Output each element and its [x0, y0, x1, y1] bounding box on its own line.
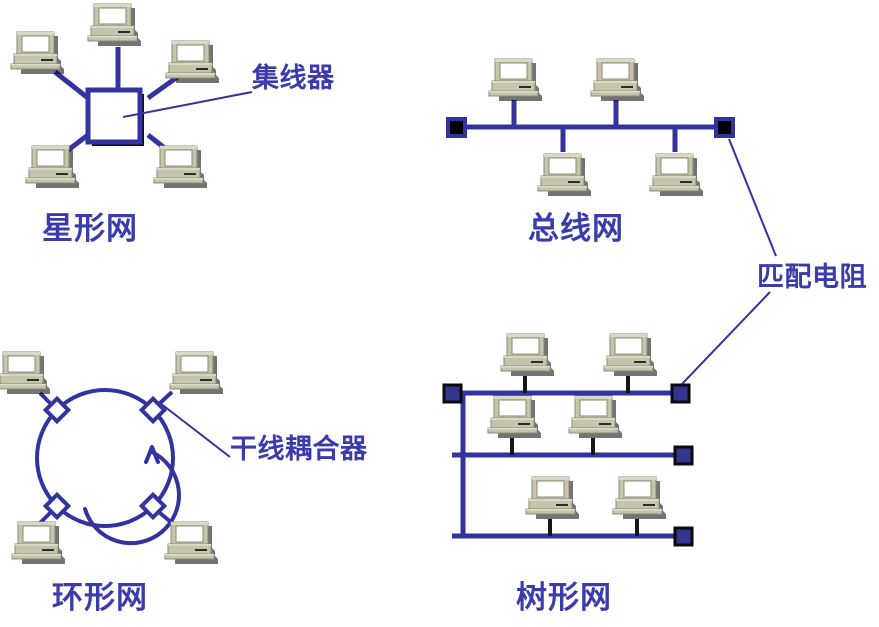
coupler-node[interactable] [42, 395, 72, 425]
tree-terminators [442, 383, 694, 547]
computer-icon[interactable] [649, 153, 704, 197]
tree-terminator-node[interactable] [442, 383, 463, 404]
bus-stems [511, 100, 678, 152]
caption-ring-network: 环形网 [52, 580, 148, 616]
star-topology-group [10, 3, 253, 189]
ring-stub-3 [38, 511, 52, 525]
terminator-node[interactable] [446, 117, 467, 138]
computer-icon[interactable] [87, 3, 142, 47]
label-trunk-coupler: 干线耦合器 [230, 434, 368, 465]
hub-leader-line [122, 91, 253, 118]
tree-terminator-node[interactable] [673, 445, 694, 466]
star-link-upper-left [53, 70, 90, 100]
computer-icon[interactable] [487, 395, 542, 439]
computer-icon[interactable] [10, 31, 65, 75]
computer-icon[interactable] [568, 395, 623, 439]
computer-icon[interactable] [164, 521, 219, 565]
ring-couplers [42, 395, 168, 521]
terminator-leader-line [728, 138, 777, 257]
computer-icon[interactable] [590, 58, 645, 102]
tree-terminator-node[interactable] [670, 383, 691, 404]
tree-terminator-node[interactable] [673, 526, 694, 547]
computer-icon[interactable] [488, 58, 543, 102]
computer-icon[interactable] [25, 145, 80, 189]
bus-topology-group [446, 58, 777, 257]
ring-trunk [35, 388, 175, 528]
caption-star-network: 星形网 [42, 211, 138, 247]
computer-icon[interactable] [537, 153, 592, 197]
coupler-node[interactable] [138, 395, 168, 425]
ring-direction-arc [83, 450, 181, 546]
ring-stubs [38, 390, 174, 525]
label-hub: 集线器 [252, 63, 335, 94]
coupler-node[interactable] [138, 491, 168, 521]
coupler-leader-line [159, 402, 231, 458]
ring-topology-group [0, 351, 231, 565]
ring-stub-1 [38, 391, 52, 405]
computer-icon[interactable] [612, 476, 667, 520]
caption-bus-network: 总线网 [528, 211, 624, 247]
ring-direction-arrowhead [144, 445, 160, 464]
caption-tree-network: 树形网 [516, 580, 612, 616]
computer-icon[interactable] [603, 333, 658, 377]
tree-topology-group [442, 291, 771, 547]
tree-stems [510, 376, 639, 536]
hub-node[interactable] [85, 87, 143, 145]
computer-icon[interactable] [11, 521, 66, 565]
ring-stub-4 [158, 511, 174, 525]
terminator-node[interactable] [714, 117, 735, 138]
bus-terminators [446, 117, 735, 138]
ring-stub-2 [158, 390, 174, 405]
computer-icon[interactable] [525, 476, 580, 520]
tree-terminator-leader-line [681, 291, 771, 385]
computer-icon[interactable] [0, 351, 51, 395]
tree-branches [452, 390, 683, 539]
label-matching-resistor: 匹配电阻 [757, 262, 867, 293]
coupler-node[interactable] [42, 491, 72, 521]
computer-icon[interactable] [500, 333, 555, 377]
computer-icon[interactable] [165, 40, 220, 84]
computer-icon[interactable] [153, 145, 208, 189]
computer-icon[interactable] [169, 351, 224, 395]
